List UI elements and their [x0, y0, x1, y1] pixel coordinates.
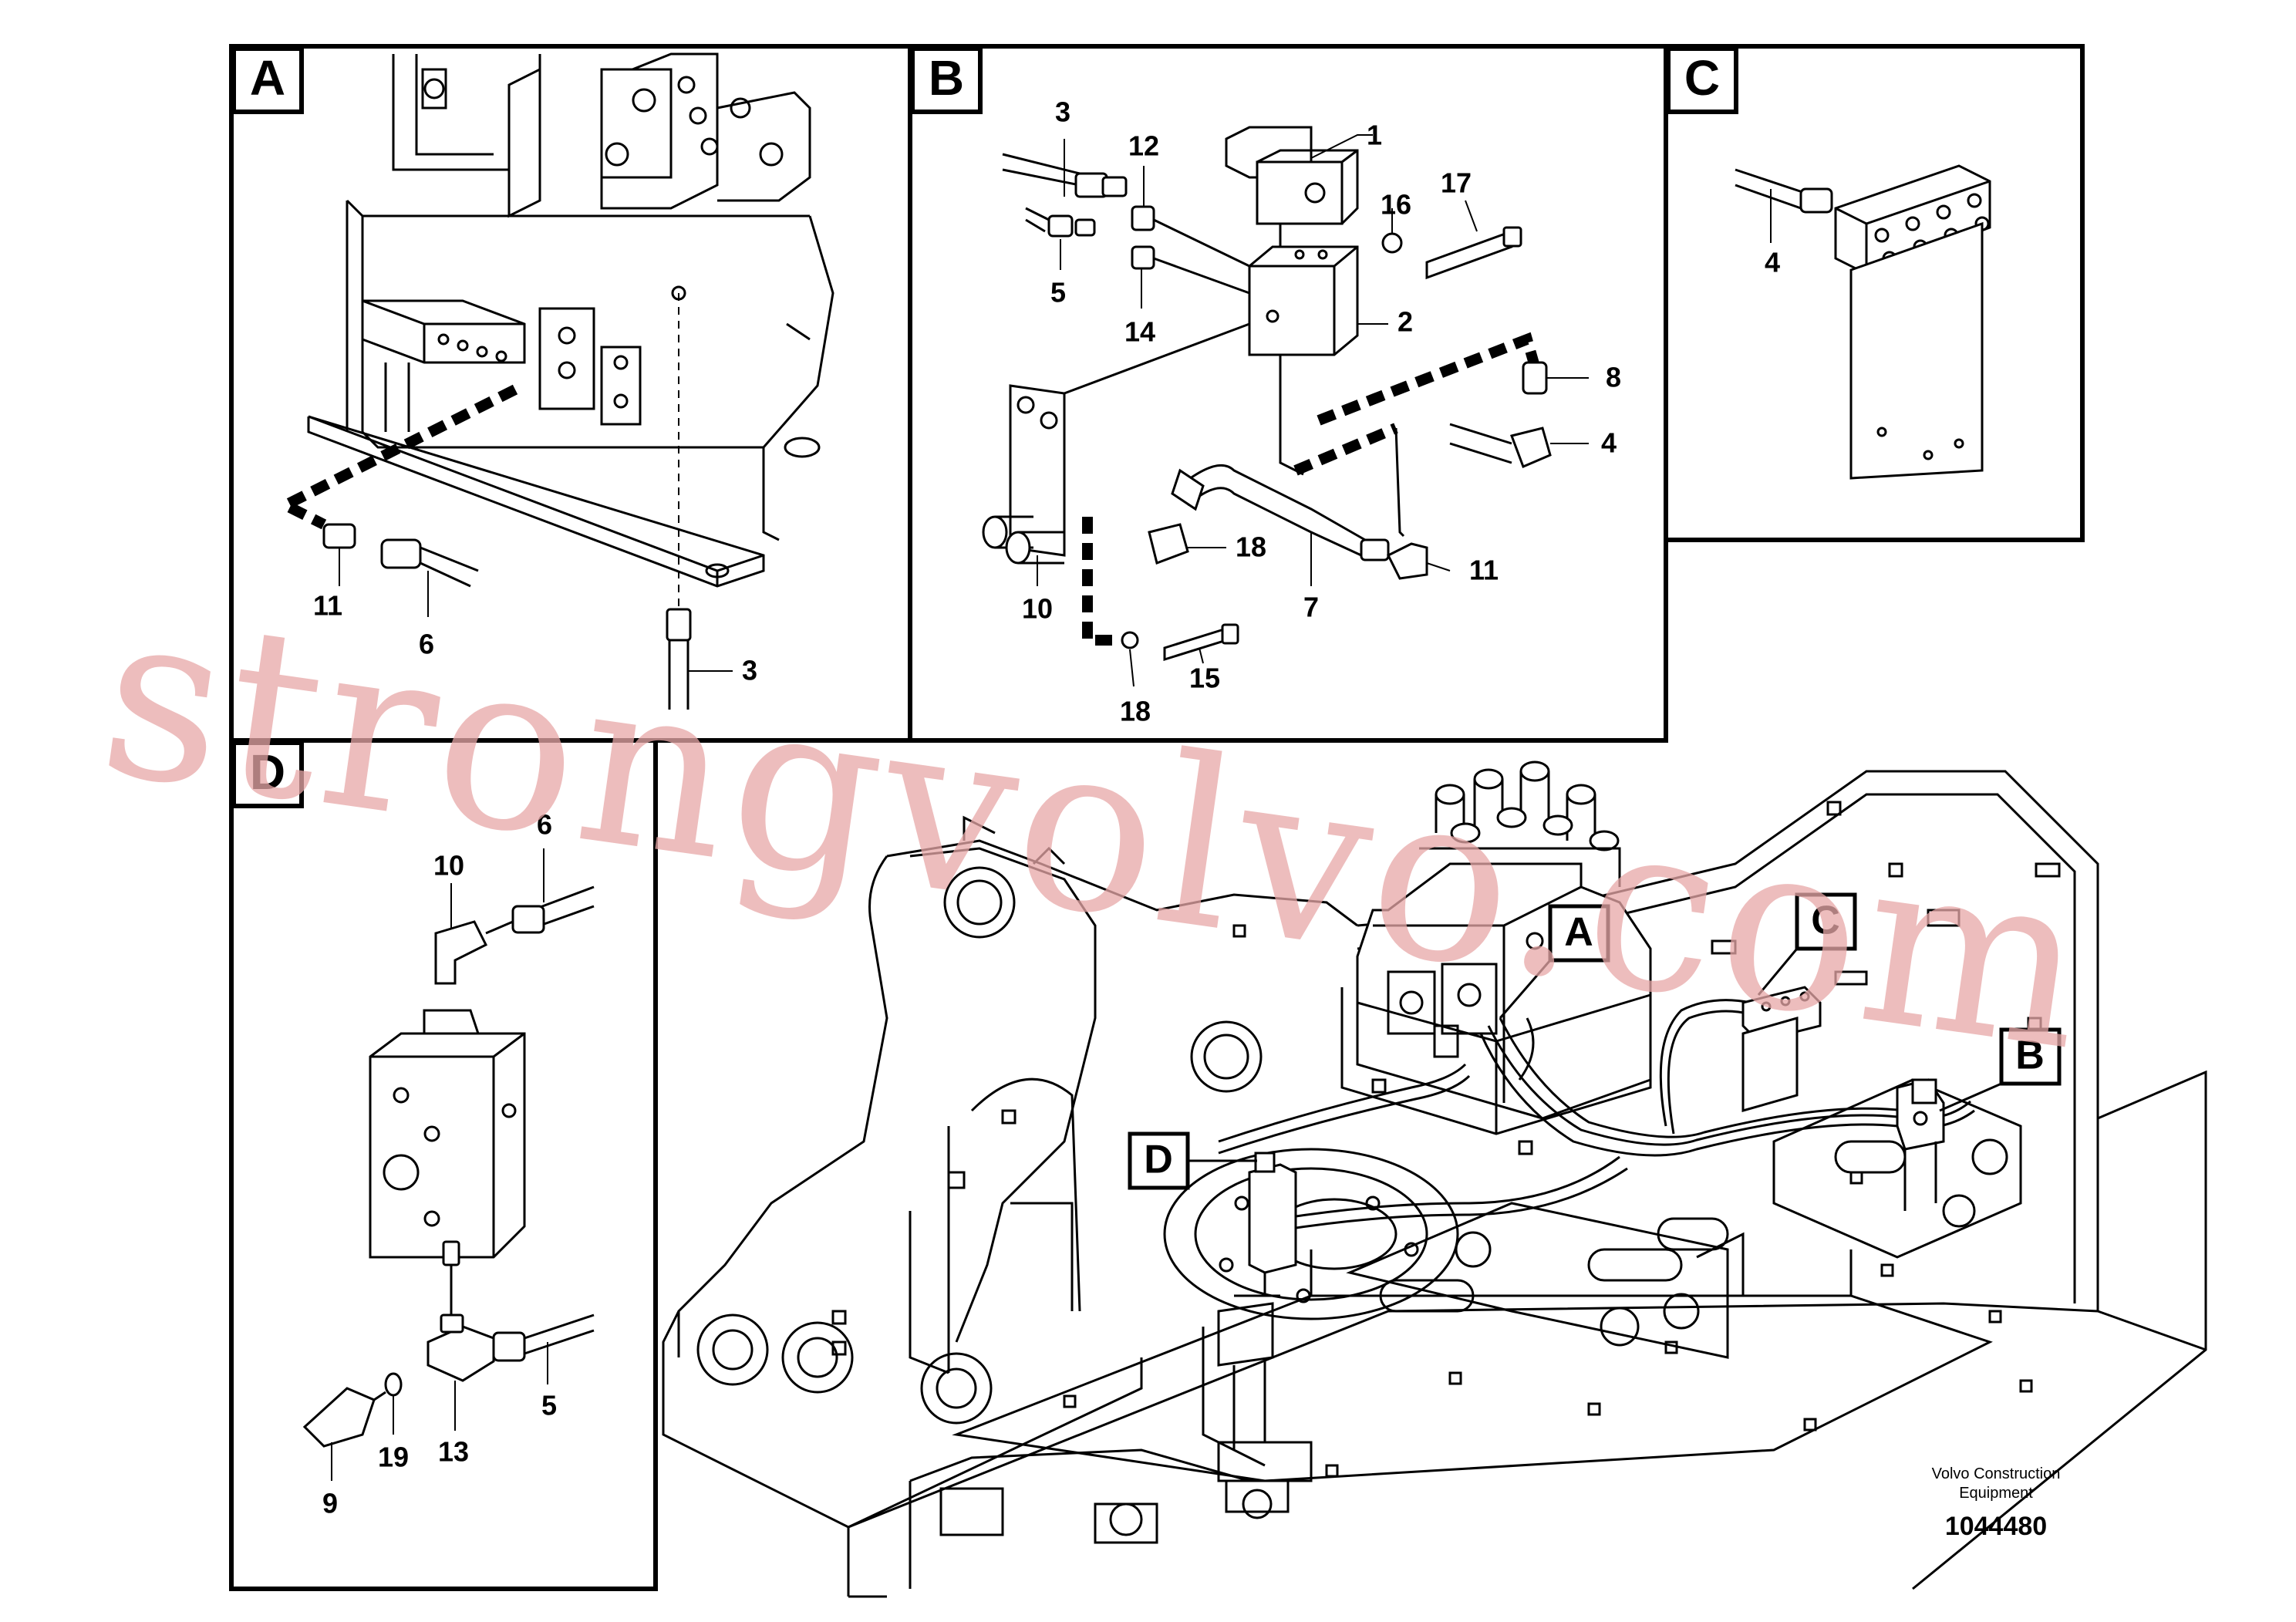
svg-text:A: A	[1564, 910, 1593, 955]
overview-flag-d: D	[1128, 1131, 1257, 1190]
panel-c-drawing: 4	[1735, 164, 1991, 480]
callout-b-4: 4	[1601, 427, 1617, 459]
callout-b-10: 11	[1469, 555, 1499, 586]
callout-a-11: 11	[313, 590, 342, 622]
credit-block: Volvo Construction Equipment 1044480	[1932, 1465, 2061, 1541]
callout-d-10: 10	[433, 850, 464, 882]
svg-text:B: B	[2015, 1034, 2045, 1078]
svg-text:C: C	[1811, 899, 1840, 943]
callout-c-4: 4	[1765, 247, 1780, 278]
callout-b-17: 17	[1441, 167, 1472, 199]
svg-text:C: C	[1684, 50, 1720, 106]
credit-line-1: Volvo Construction	[1932, 1465, 2061, 1482]
callout-b-12: 14	[1124, 316, 1155, 348]
overview-flag-a: A	[1499, 904, 1610, 1019]
callout-d-6: 6	[537, 809, 552, 841]
callout-b-1: 1	[1367, 120, 1382, 151]
panel-b-label: B	[910, 46, 983, 114]
callout-b-7: 7	[1303, 592, 1319, 623]
panel-b-drawing: 1 2 3 5 12 14 16 17	[982, 96, 1621, 727]
callout-b-5: 5	[1050, 277, 1066, 309]
svg-text:B: B	[929, 50, 964, 106]
drawing-number: 1044480	[1945, 1512, 2047, 1541]
overview-flag-c: C	[1757, 892, 1857, 996]
callout-b-16: 15	[1189, 663, 1220, 694]
panel-d-frame	[229, 738, 658, 1591]
callout-a-3: 3	[742, 655, 757, 686]
panel-d-label: D	[231, 740, 304, 808]
svg-text:D: D	[1144, 1138, 1173, 1182]
callout-a-6: 6	[419, 629, 434, 660]
panel-a-label: A	[231, 46, 304, 114]
callout-b-2: 2	[1397, 306, 1413, 338]
svg-text:A: A	[250, 50, 285, 106]
callout-d-5: 5	[541, 1390, 557, 1421]
panel-c-frame	[1664, 44, 2085, 542]
callout-b-18-top: 16	[1381, 189, 1411, 221]
callout-b-14: 8	[1606, 362, 1621, 393]
callout-d-9: 9	[322, 1488, 338, 1519]
callout-b-18-bottom: 18	[1120, 696, 1151, 727]
callout-b-11: 12	[1128, 130, 1159, 162]
callout-d-13: 13	[438, 1436, 469, 1468]
panel-c-label: C	[1666, 46, 1738, 114]
credit-line-2: Equipment	[1959, 1485, 2033, 1502]
callout-b-8: 10	[1022, 593, 1053, 625]
panel-d-drawing: 6 10 5 13 19 9	[302, 809, 595, 1519]
callout-b-15: 18	[1236, 531, 1266, 563]
panel-a-drawing: 11 6 3	[273, 52, 834, 710]
overview-flag-b: B	[1939, 1027, 2062, 1112]
svg-text:D: D	[250, 744, 285, 800]
callout-b-3: 3	[1055, 96, 1070, 128]
callout-d-19: 19	[378, 1442, 409, 1473]
